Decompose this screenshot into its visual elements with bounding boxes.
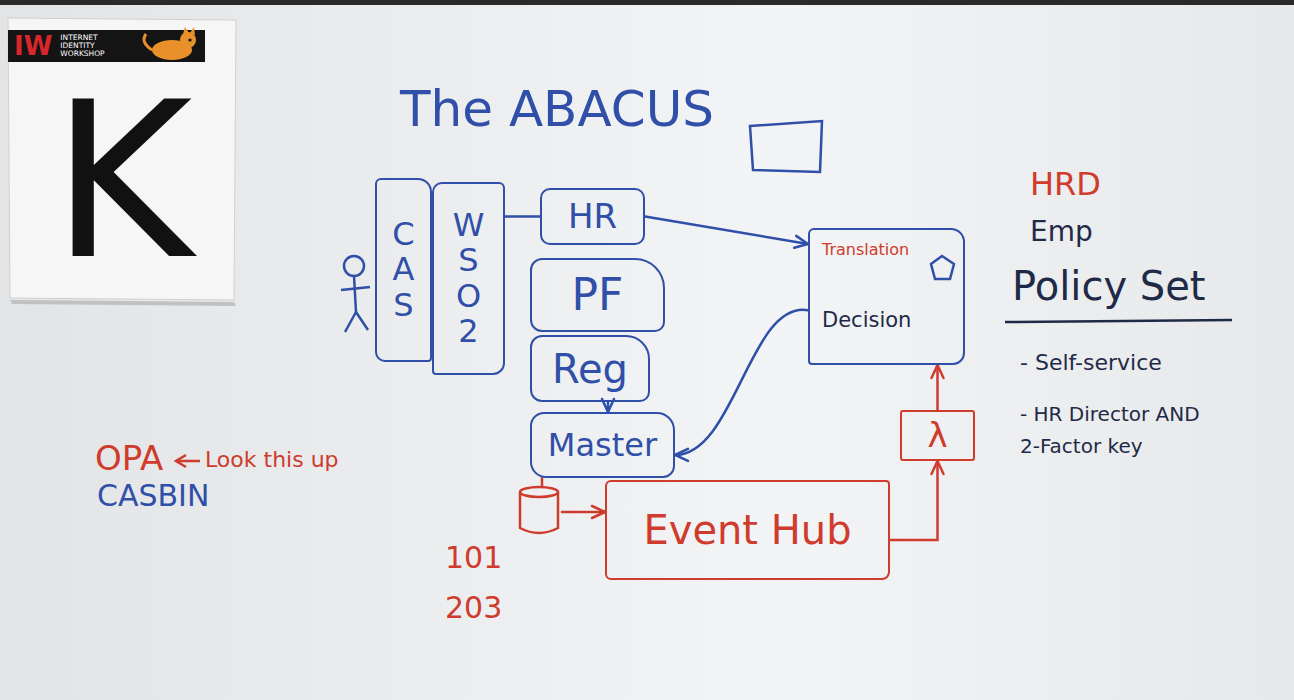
arrow-head (675, 449, 688, 461)
connector-line (675, 310, 808, 455)
service-box: CAS (375, 178, 432, 362)
connector-line (505, 215, 540, 218)
list-item: - HR Director AND 2-Factor key (1020, 398, 1210, 462)
note-label: Look this up (205, 447, 339, 473)
decision-box: TranslationDecision (808, 228, 965, 365)
note-label: OPA (95, 438, 163, 479)
arrow-head (932, 365, 944, 378)
paper-shadow (10, 300, 236, 306)
event-sign: KIW INTERNET IDENTITY WORKSHOP (8, 18, 236, 300)
box-label: Master (548, 427, 657, 464)
list-item: - Self-service (1020, 350, 1162, 376)
connector (932, 365, 944, 410)
box-label: Reg (552, 346, 628, 392)
box-label: PF (572, 270, 624, 321)
arrow-head (932, 461, 944, 474)
service-box: WSO2 (432, 182, 505, 375)
box-label: Event Hub (643, 506, 851, 554)
connector-line (936, 365, 939, 410)
system-box: PF (530, 258, 665, 332)
cat-logo (144, 27, 196, 60)
callout-number: 101 (445, 540, 502, 576)
note-label: Emp (1030, 215, 1093, 249)
box-label: HR (568, 197, 617, 236)
box-label: CAS (388, 217, 420, 323)
system-box: Reg (530, 335, 650, 402)
empty-box (750, 121, 822, 172)
heading-underline (1005, 320, 1232, 322)
connector (505, 216, 540, 217)
workshop-logo: IW INTERNET IDENTITY WORKSHOP (8, 30, 205, 62)
logo-bar (8, 30, 205, 62)
note-label: HRD (1030, 165, 1101, 203)
connector-line (645, 217, 808, 245)
section-heading: Policy Set (1012, 262, 1205, 310)
note-arrow (176, 455, 200, 467)
system-box: HR (540, 188, 645, 245)
connector (890, 461, 944, 540)
arrow-head (592, 506, 605, 518)
box-label: WSO2 (453, 208, 485, 349)
callout-number: 203 (445, 590, 502, 626)
connector-line (890, 461, 938, 540)
board-frame (0, 0, 1294, 5)
paper-sign (8, 18, 236, 300)
diagram-title: The ABACUS (400, 80, 714, 138)
note-label: CASBIN (97, 478, 209, 514)
connector (675, 310, 808, 461)
connector (542, 478, 605, 518)
user-figure (341, 256, 370, 332)
event-hub-box: Event Hub (605, 480, 890, 580)
arrow-head (794, 236, 808, 248)
box-label: λ (927, 417, 947, 454)
database-cylinder (520, 487, 558, 533)
system-box: Master (530, 412, 675, 478)
function-box: λ (900, 410, 975, 461)
connector (645, 217, 808, 248)
logo-text: INTERNET IDENTITY WORKSHOP (60, 34, 118, 58)
translation-icon (931, 256, 954, 279)
sign-letter: K (52, 74, 193, 289)
box-heading: Translation (822, 240, 909, 259)
logo-mark: IW (14, 33, 52, 59)
box-label: Decision (822, 308, 911, 333)
